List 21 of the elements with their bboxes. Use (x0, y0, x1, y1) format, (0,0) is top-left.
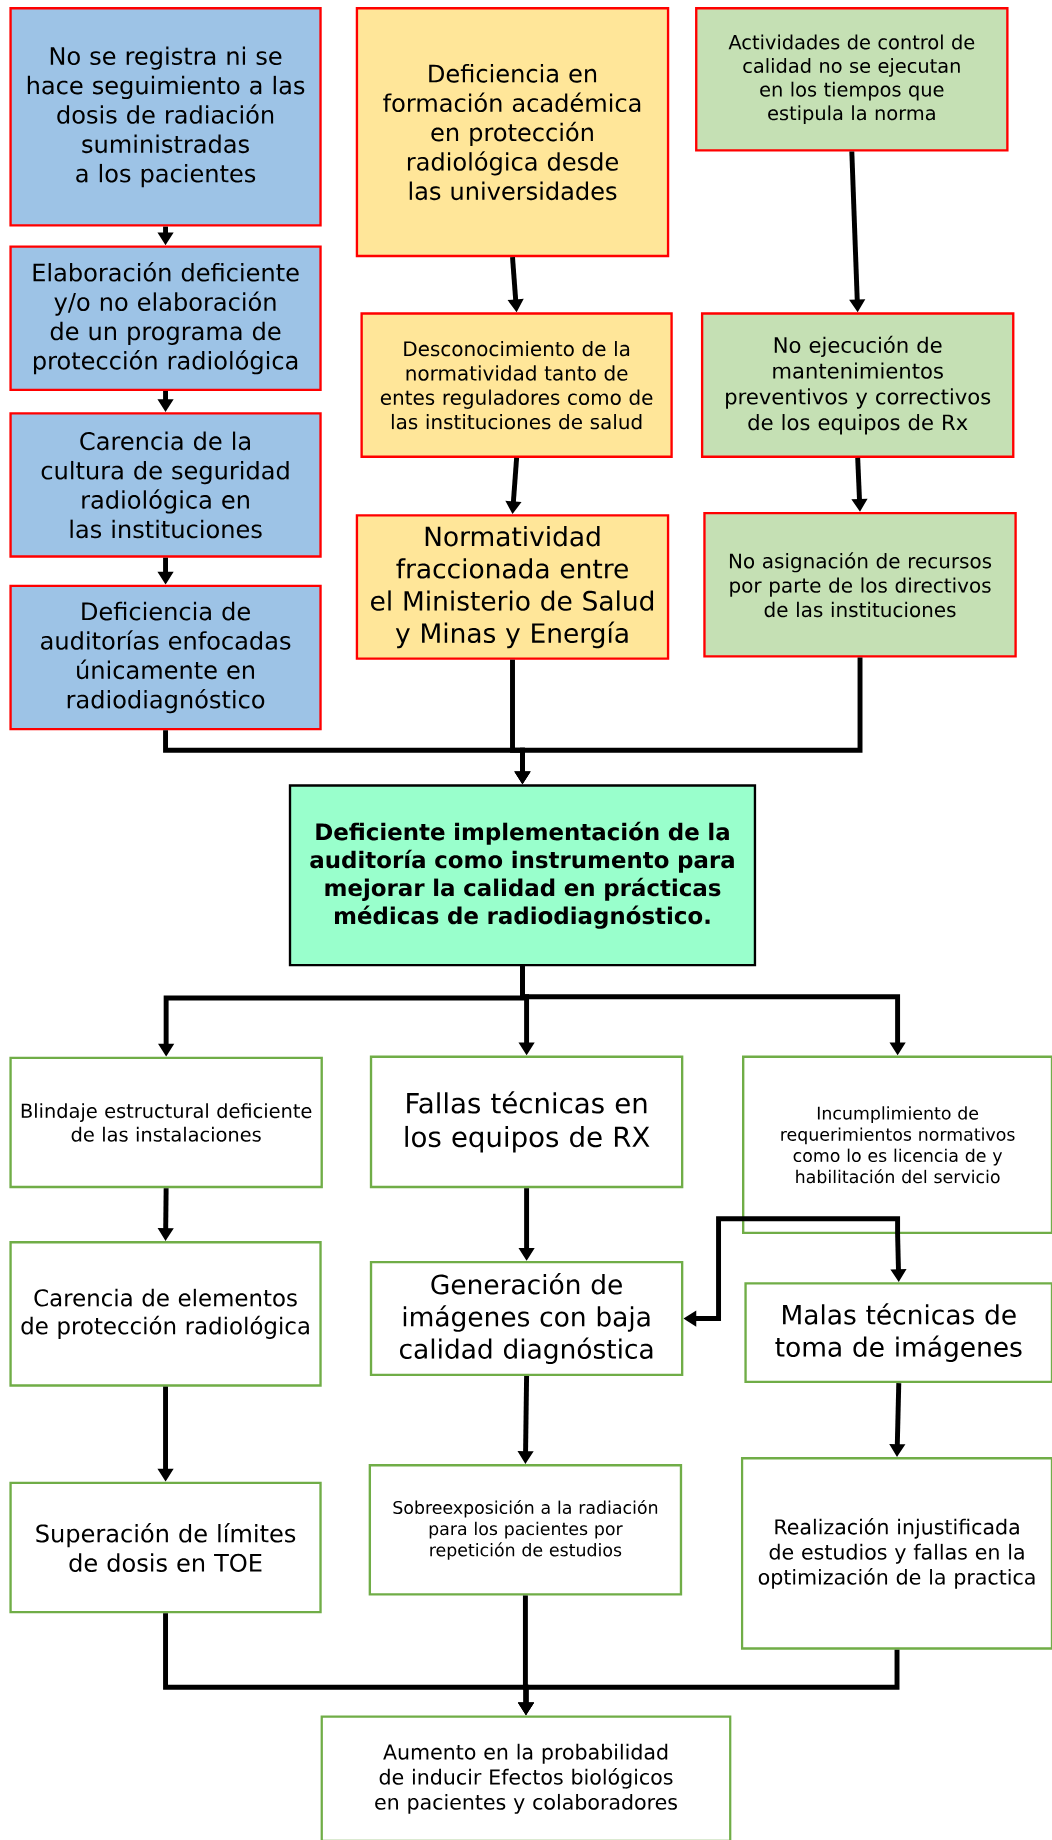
effect-box: Carencia de elementos de protección radiológica (9, 1241, 322, 1387)
effect-box: Incumplimiento de requerimientos normativos como lo es licencia de y habilitación del servicio (742, 1055, 1052, 1234)
effect-box: Sobreexposición a la radiación para los pacientes por repetición de estudios (368, 1464, 683, 1596)
cause-box: No ejecución de mantenimientos preventivos y correctivos de los equipos de Rx (700, 312, 1015, 458)
problem-box: Deficiente implementación de la auditoría como instrumento para mejorar la calidad en prácticas médicas de radiodiagnóstico. (288, 784, 757, 967)
cause-box: Normatividad fraccionada entre el Ministerio de Salud y Minas y Energía (355, 514, 670, 660)
cause-box: Elaboración deficiente y/o no elaboración de un programa de protección radiológica (9, 245, 322, 391)
effect-box: Realización injustificada de estudios y fallas en la optimización de la practica (740, 1457, 1052, 1650)
effect-box: Fallas técnicas en los equipos de RX (369, 1055, 684, 1189)
cause-box: Carencia de la cultura de seguridad radiológica en las instituciones (9, 412, 322, 558)
effect-box: Generación de imágenes con baja calidad diagnóstica (369, 1261, 684, 1377)
effect-box: Aumento en la probabilidad de inducir Efectos biológicos en pacientes y colaboradores (320, 1715, 732, 1840)
effect-box: Malas técnicas de toma de imágenes (744, 1282, 1052, 1384)
effect-box: Superación de límites de dosis en TOE (9, 1481, 322, 1614)
cause-box: No se registra ni se hace seguimiento a las dosis de radiación suministradas a los pacientes (9, 7, 322, 227)
cause-box: No asignación de recursos por parte de los directivos de las instituciones (703, 511, 1017, 658)
cause-box: Deficiencia de auditorías enfocadas únicamente en radiodiagnóstico (9, 584, 322, 731)
cause-box: Actividades de control de calidad no se ejecutan en los tiempos que estipula la norma (695, 7, 1009, 152)
cause-box: Desconocimiento de la normatividad tanto de entes reguladores como de las instituciones de salud (360, 312, 673, 458)
cause-box: Deficiencia en formación académica en protección radiológica desde las universidades (355, 7, 670, 258)
effect-box: Blindaje estructural deficiente de las instalaciones (9, 1056, 323, 1189)
